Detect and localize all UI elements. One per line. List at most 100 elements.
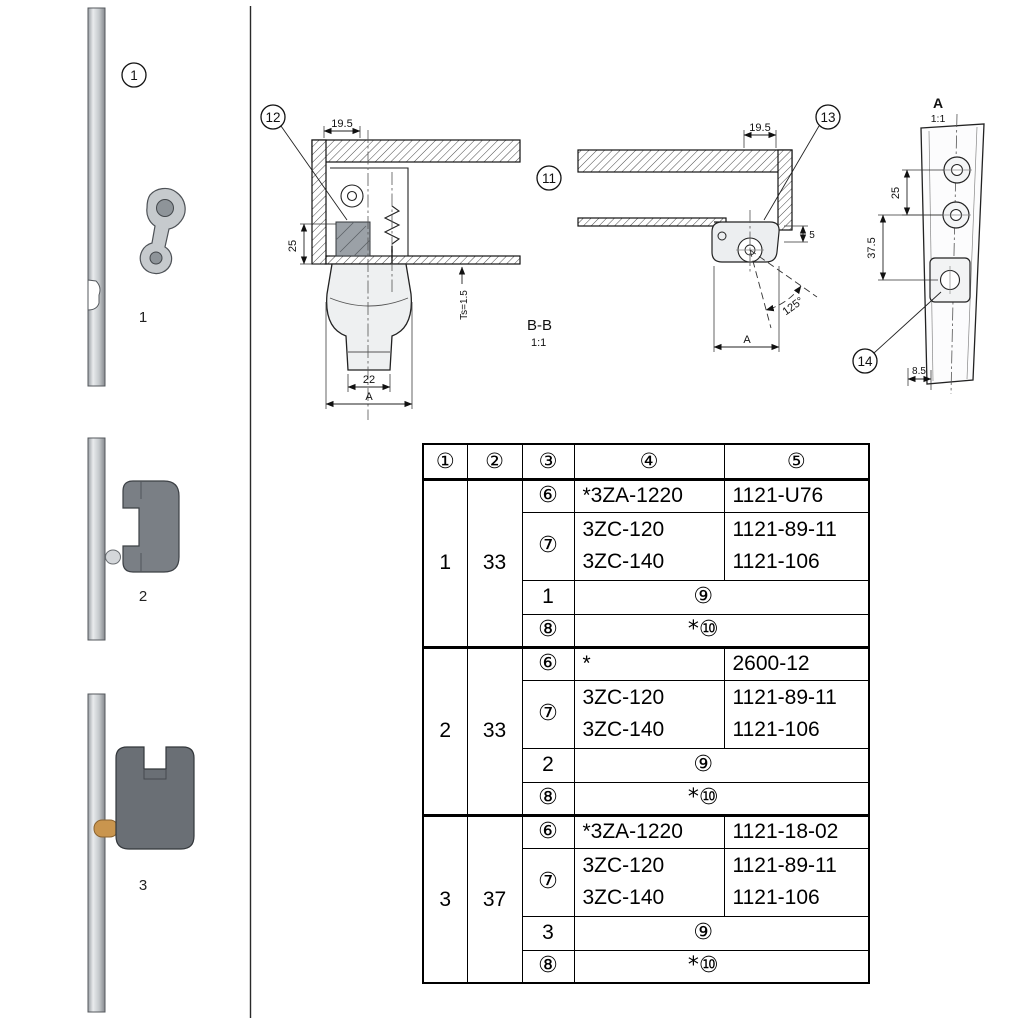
part-2-pin <box>105 549 121 565</box>
rail-2-illustration: 2 <box>87 437 180 641</box>
part-3-clip <box>115 746 195 850</box>
swing-line-2 <box>749 249 772 329</box>
part-1-bracket <box>139 187 186 275</box>
cell-note: *⑩ <box>573 781 870 816</box>
cell-model-code: * <box>573 645 725 681</box>
cell-callout: ⑧ <box>521 613 575 648</box>
dim-overall-width-left: A <box>365 391 373 403</box>
table-row: 2 33 ⑥ * 2600-12 <box>422 645 870 816</box>
cell-callout: ⑦ <box>521 847 575 917</box>
swing-line-1 <box>749 249 818 298</box>
cell-callout: ⑦ <box>521 679 575 749</box>
cell-callout: ⑧ <box>521 949 575 984</box>
cell-model-code: *3ZA-1220 <box>573 813 725 849</box>
item-1-label: 1 <box>139 309 147 326</box>
dim-edge-offset: 8.5 <box>912 366 926 377</box>
rail-1 <box>87 7 106 387</box>
table-row: 1 33 ⑥ *3ZA-1220 1121-U76 <box>422 478 870 648</box>
table-row: ⑧ *⑩ <box>423 949 870 984</box>
profile-left-wall <box>311 139 327 265</box>
cell-note: *⑩ <box>573 613 870 648</box>
cell-part-no: 1121-18-02 <box>723 813 870 849</box>
cell-pos-no: 3 <box>422 813 468 984</box>
latch-pivot <box>717 231 727 241</box>
spring <box>383 205 401 245</box>
header-col-4: ④ <box>573 443 725 481</box>
table-row: 3 37 ⑥ *3ZA-1220 1121-18-02 <box>422 813 870 984</box>
profile-top-wall-right <box>577 149 793 173</box>
callout-13: 13 <box>763 104 841 221</box>
cell-callout: ⑥ <box>521 645 575 681</box>
parts-table: ① ② ③ ④ ⑤ 1 33 ⑥ *3ZA-1220 1121-U76 ⑦ 3Z… <box>422 443 870 984</box>
dim-bracket-offset: 37.5 <box>866 237 878 258</box>
dim-top-width-left: 19.5 <box>331 118 352 130</box>
callout-14: 14 <box>852 291 942 374</box>
header-col-1: ① <box>422 443 468 481</box>
callout-11: 11 <box>536 165 562 191</box>
profile-top-wall <box>311 139 521 163</box>
dim-sheet-thickness: Ts=1.5 <box>459 290 470 320</box>
cell-pos-no: 2 <box>422 645 468 816</box>
section-label: B-B <box>527 317 552 334</box>
cell-callout: ⑧ <box>521 781 575 816</box>
dim-top-width-right: 19.5 <box>749 122 770 134</box>
profile-bottom-sheet-right <box>577 217 727 227</box>
rail-3 <box>87 693 106 1013</box>
section-bb-title: B-B 1:1 <box>527 317 552 349</box>
dim-handle-width: 22 <box>363 374 375 386</box>
table-header-row: ① ② ③ ④ ⑤ <box>422 443 870 481</box>
header-col-2: ② <box>466 443 523 481</box>
section-bb-right-view: 125° 19.5 5 A 13 <box>577 104 841 352</box>
cell-qty: 37 <box>466 813 523 984</box>
cell-part-no: 1121-U76 <box>723 478 870 513</box>
dim-offset-5: 5 <box>809 230 815 241</box>
view-a-plate <box>920 123 985 385</box>
part-1-hole-large <box>156 199 174 217</box>
cell-qty: 33 <box>466 645 523 816</box>
part-2-clip <box>122 480 180 573</box>
callout-1: 1 <box>121 62 147 88</box>
view-a-label: A <box>933 95 943 111</box>
cell-callout: 1 <box>521 579 575 615</box>
callout-11-label: 11 <box>542 171 556 186</box>
profile-right-wall <box>777 149 793 231</box>
callout-12: 12 <box>260 104 348 221</box>
table-row: 3 ⑨ <box>423 915 870 951</box>
part-3-pin <box>93 819 119 838</box>
view-a-scale: 1:1 <box>931 113 946 125</box>
section-scale: 1:1 <box>531 337 546 349</box>
cell-qty: 33 <box>466 478 523 648</box>
callout-13-label: 13 <box>820 110 835 125</box>
callout-14-label: 14 <box>857 354 873 369</box>
swing-arc <box>765 285 802 312</box>
cell-note: ⑨ <box>573 747 870 783</box>
cell-note: *⑩ <box>573 949 870 984</box>
callout-12-label: 12 <box>265 110 280 125</box>
dim-overall-width-right: A <box>743 334 751 346</box>
view-a: A 1:1 25 37.5 8.5 <box>852 95 985 395</box>
left-panel: 1 1 2 3 <box>87 7 195 1013</box>
rail-1-notch <box>87 279 101 311</box>
cell-callout: 2 <box>521 747 575 783</box>
parts-table-container: ① ② ③ ④ ⑤ 1 33 ⑥ *3ZA-1220 1121-U76 ⑦ 3Z… <box>422 443 870 984</box>
rail-3-illustration: 3 <box>87 693 195 1013</box>
cell-pos-no: 1 <box>422 478 468 648</box>
cell-callout: ⑥ <box>521 813 575 849</box>
table-row: 1 ⑨ <box>423 579 870 615</box>
cell-callout: 3 <box>521 915 575 951</box>
dim-swing-angle: 125° <box>781 295 806 318</box>
cell-note: ⑨ <box>573 579 870 615</box>
roller-bottom <box>941 201 971 229</box>
rail-2 <box>87 437 106 641</box>
item-2-label: 2 <box>139 588 147 605</box>
